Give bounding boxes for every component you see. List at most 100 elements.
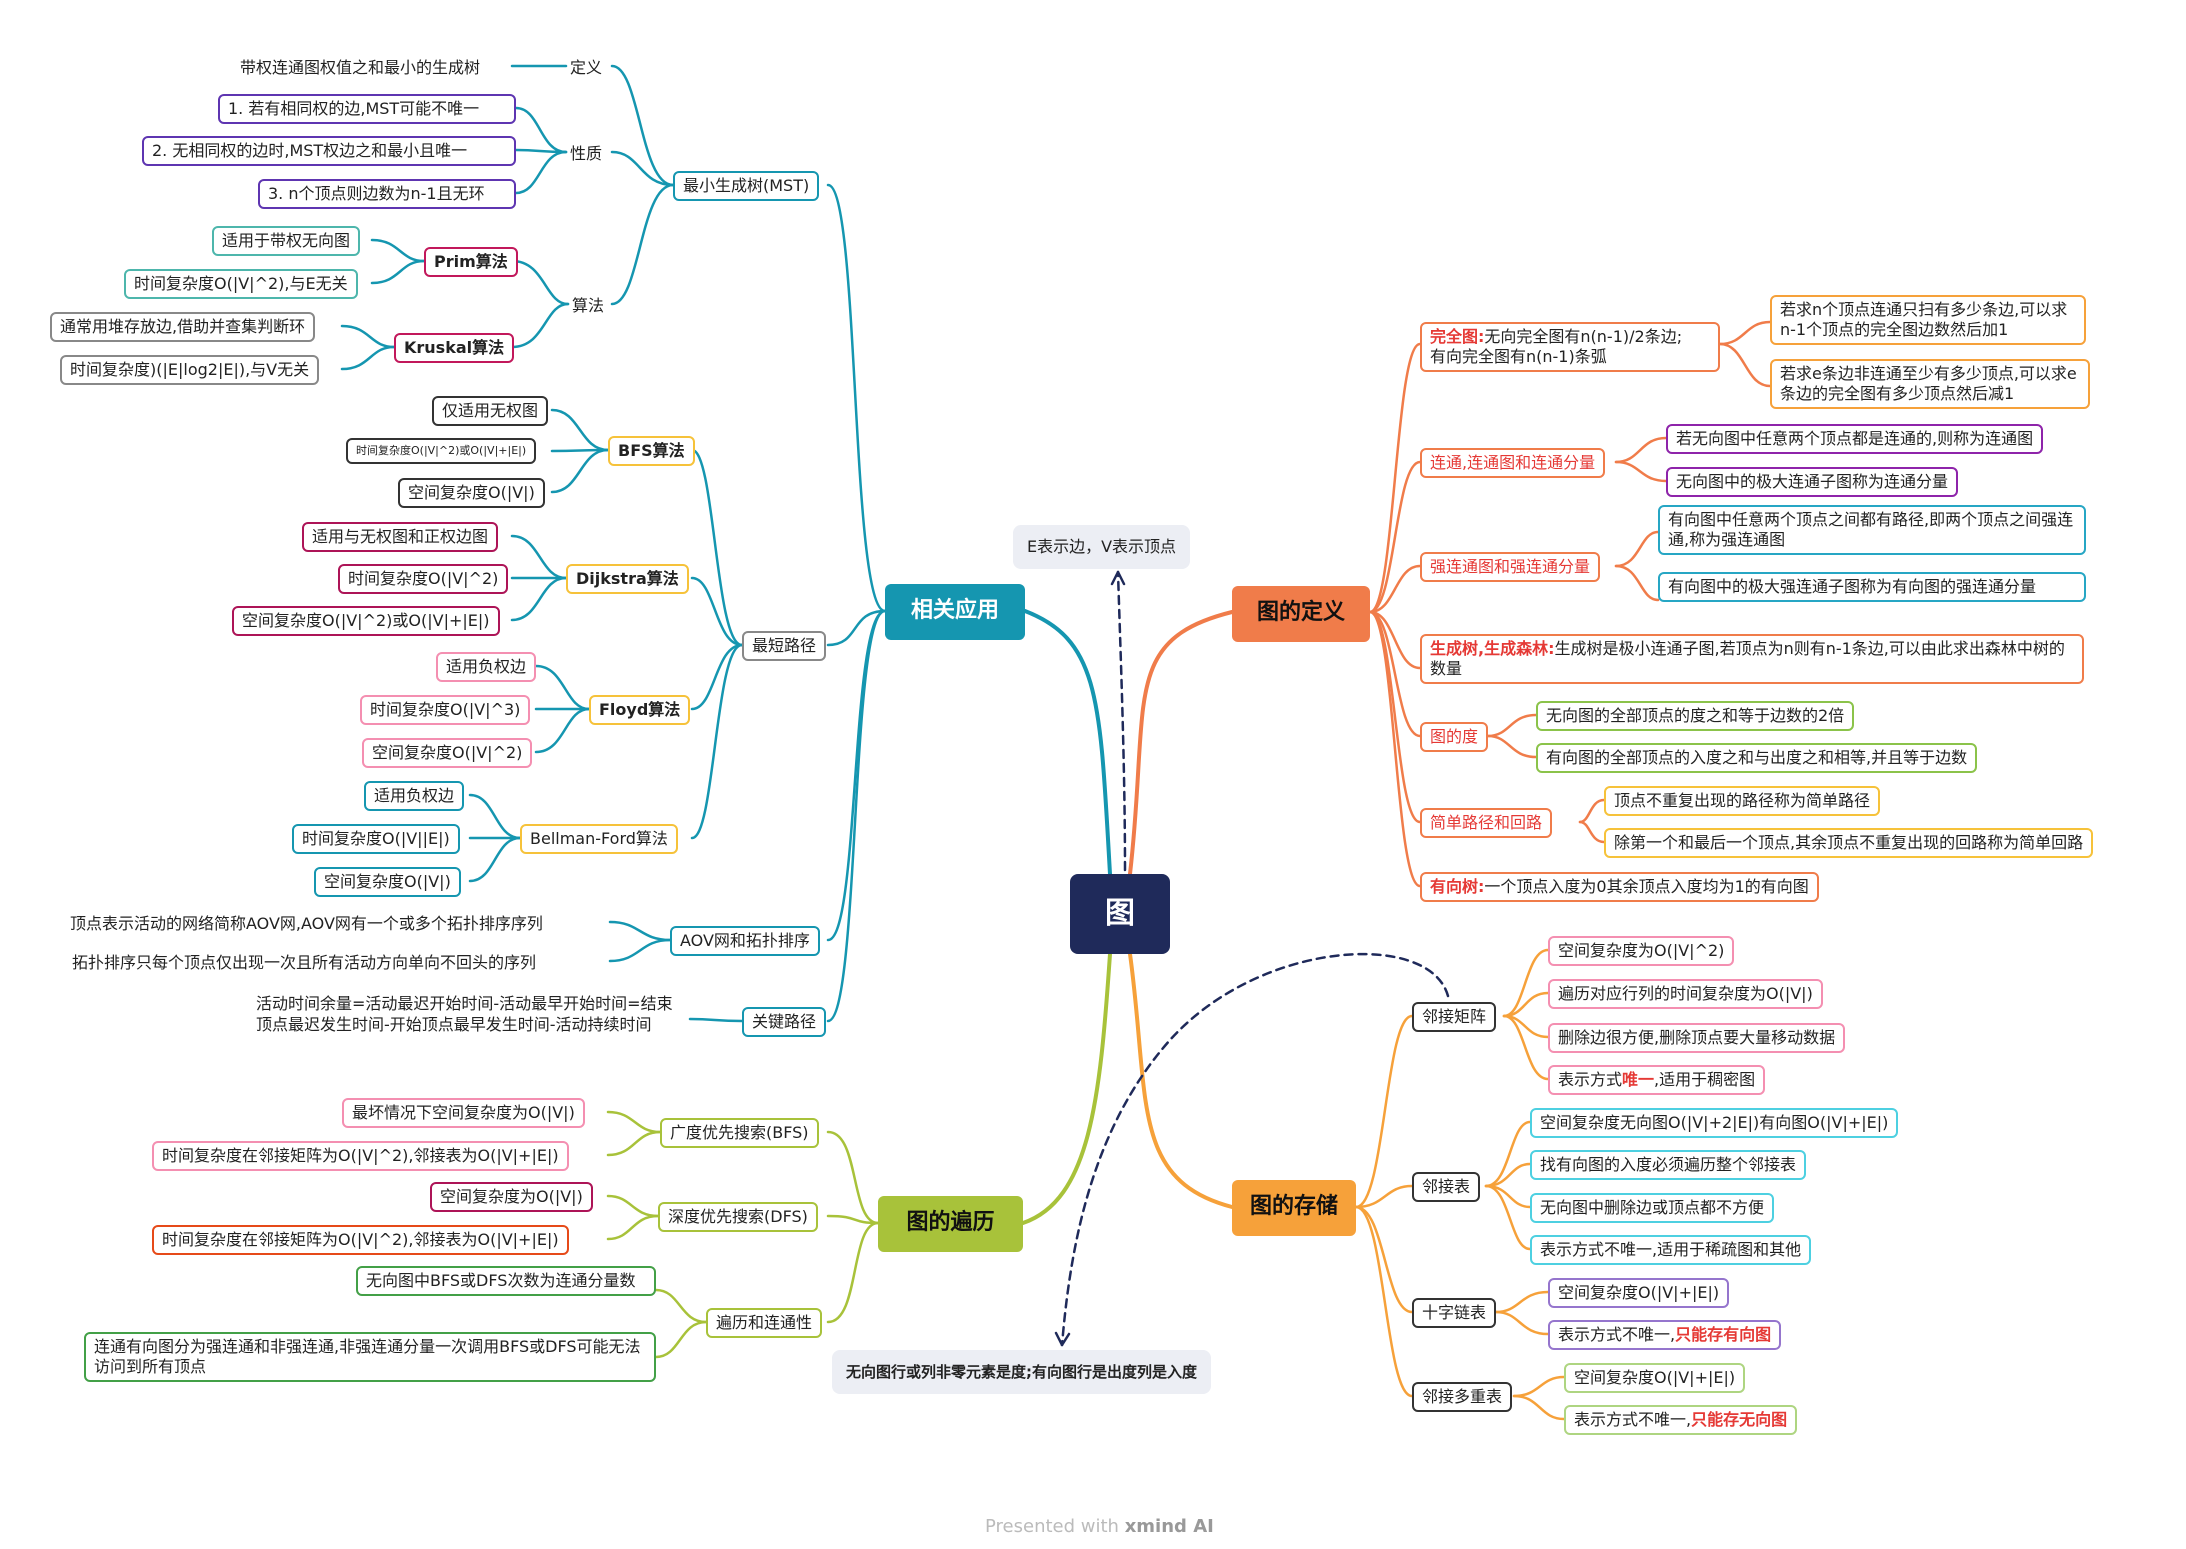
storage-list-item-2[interactable]: 找有向图的入度必须遍历整个邻接表 xyxy=(1530,1150,1807,1180)
topic-graph-traversal[interactable]: 图的遍历 xyxy=(878,1196,1023,1252)
trav-bfs-item-1[interactable]: 最坏情况下空间复杂度为O(|V|) xyxy=(342,1098,585,1128)
def-complete-graph[interactable]: 完全图:无向完全图有n(n-1)/2条边; 有向完全图有n(n-1)条弧 xyxy=(1420,322,1720,372)
trav-bfs[interactable]: 广度优先搜索(BFS) xyxy=(660,1118,819,1148)
app-mst-prop-1[interactable]: 1. 若有相同权的边,MST可能不唯一 xyxy=(218,94,516,124)
storage-orthogonal-list[interactable]: 十字链表 xyxy=(1412,1298,1497,1328)
storage-cross-item-1[interactable]: 空间复杂度O(|V|+|E|) xyxy=(1548,1278,1730,1308)
app-bellman-ford[interactable]: Bellman-Ford算法 xyxy=(520,824,678,854)
app-critical-path-text[interactable]: 活动时间余量=活动最迟开始时间-活动最早开始时间=结束顶点最迟发生时间-开始顶点… xyxy=(256,994,673,1034)
def-complete-text: 无向完全图有n(n-1)/2条边; 有向完全图有n(n-1)条弧 xyxy=(1430,327,1683,366)
trav-conn-item-1[interactable]: 无向图中BFS或DFS次数为连通分量数 xyxy=(356,1266,656,1296)
def-tree-key: 生成树,生成森林: xyxy=(1430,639,1555,658)
watermark-brand: xmind AI xyxy=(1124,1516,1214,1537)
app-aov-item-1[interactable]: 顶点表示活动的网络简称AOV网,AOV网有一个或多个拓扑排序序列 xyxy=(70,914,543,933)
trav-dfs-item-2[interactable]: 时间复杂度在邻接矩阵为O(|V|^2),邻接表为O(|V|+|E|) xyxy=(152,1225,569,1255)
app-aov-item-2[interactable]: 拓扑排序只每个顶点仅出现一次且所有活动方向单向不回头的序列 xyxy=(72,953,537,972)
watermark: Presented with xmind AI xyxy=(985,1516,1214,1537)
app-aov-topological[interactable]: AOV网和拓扑排序 xyxy=(670,926,820,956)
storage-adj-multilist[interactable]: 邻接多重表 xyxy=(1412,1382,1513,1412)
storage-cross-item2-a: 表示方式不唯一, xyxy=(1558,1325,1676,1344)
storage-matrix-last-a: 表示方式 xyxy=(1558,1070,1623,1089)
def-strong-sub1[interactable]: 有向图中任意两个顶点之间都有路径,即两个顶点之间强连通,称为强连通图 xyxy=(1658,505,2086,555)
note-adjacency-matrix-degree: 无向图行或列非零元素是度;有向图行是出度列是入度 xyxy=(832,1350,1212,1394)
def-spanning-tree[interactable]: 生成树,生成森林:生成树是极小连通子图,若顶点为n则有n-1条边,可以由此求出森… xyxy=(1420,634,2084,684)
storage-matrix-last-b: ,适用于稠密图 xyxy=(1654,1070,1756,1089)
def-degree-sub2[interactable]: 有向图的全部顶点的入度之和与出度之和相等,并且等于边数 xyxy=(1536,743,1978,773)
def-strong-sub2[interactable]: 有向图中的极大强连通子图称为有向图的强连通分量 xyxy=(1658,572,2086,602)
storage-multi-item2-a: 表示方式不唯一, xyxy=(1574,1410,1692,1429)
def-connected[interactable]: 连通,连通图和连通分量 xyxy=(1420,448,1606,478)
def-complete-sub2[interactable]: 若求e条边非连通至少有多少顶点,可以求e条边的完全图有多少顶点然后减1 xyxy=(1770,359,2090,409)
app-mst-prop-2[interactable]: 2. 无相同权的边时,MST权边之和最小且唯一 xyxy=(142,136,516,166)
app-dijkstra-item-2[interactable]: 时间复杂度O(|V|^2) xyxy=(338,564,509,594)
def-degree[interactable]: 图的度 xyxy=(1420,722,1489,752)
def-path-sub1[interactable]: 顶点不重复出现的路径称为简单路径 xyxy=(1604,786,1881,816)
def-simple-path[interactable]: 简单路径和回路 xyxy=(1420,808,1553,838)
app-mst-algorithms[interactable]: 算法 xyxy=(572,296,605,315)
def-complete-key: 完全图: xyxy=(1430,327,1485,346)
app-critical-path[interactable]: 关键路径 xyxy=(742,1007,827,1037)
topic-applications[interactable]: 相关应用 xyxy=(885,584,1025,640)
app-bellman-item-1[interactable]: 适用负权边 xyxy=(364,781,465,811)
app-bfs-item-2[interactable]: 时间复杂度O(|V|^2)或O(|V|+|E|) xyxy=(346,438,537,464)
storage-matrix-item-1[interactable]: 空间复杂度为O(|V|^2) xyxy=(1548,936,1735,966)
trav-dfs[interactable]: 深度优先搜索(DFS) xyxy=(658,1202,818,1232)
app-prim[interactable]: Prim算法 xyxy=(424,247,518,277)
storage-adj-list[interactable]: 邻接表 xyxy=(1412,1172,1481,1202)
def-dtree-key: 有向树: xyxy=(1430,877,1485,896)
def-complete-sub1[interactable]: 若求n个顶点连通只扫有多少条边,可以求n-1个顶点的完全图边数然后加1 xyxy=(1770,295,2086,345)
storage-cross-item2-k: 只能存有向图 xyxy=(1675,1325,1772,1344)
storage-multi-item-1[interactable]: 空间复杂度O(|V|+|E|) xyxy=(1564,1363,1746,1393)
app-bfs-algorithm[interactable]: BFS算法 xyxy=(608,436,695,466)
trav-connectivity[interactable]: 遍历和连通性 xyxy=(706,1308,823,1338)
storage-list-item-4[interactable]: 表示方式不唯一,适用于稀疏图和其他 xyxy=(1530,1235,1812,1265)
app-floyd-item-2[interactable]: 时间复杂度O(|V|^3) xyxy=(360,695,531,725)
storage-matrix-item-3[interactable]: 删除边很方便,删除顶点要大量移动数据 xyxy=(1548,1023,1846,1053)
storage-cross-item-2[interactable]: 表示方式不唯一,只能存有向图 xyxy=(1548,1320,1782,1350)
app-kruskal-item-2[interactable]: 时间复杂度)(|E|log2|E|),与V无关 xyxy=(60,355,320,385)
app-floyd-item-3[interactable]: 空间复杂度O(|V|^2) xyxy=(362,738,533,768)
storage-list-item-1[interactable]: 空间复杂度无向图O(|V|+2|E|)有向图O(|V|+|E|) xyxy=(1530,1108,1899,1138)
app-mst-properties[interactable]: 性质 xyxy=(570,144,603,163)
app-floyd[interactable]: Floyd算法 xyxy=(589,695,691,725)
app-dijkstra-item-1[interactable]: 适用与无权图和正权边图 xyxy=(302,522,499,552)
topic-graph-storage[interactable]: 图的存储 xyxy=(1232,1180,1356,1236)
app-kruskal-item-1[interactable]: 通常用堆存放边,借助并查集判断环 xyxy=(50,312,316,342)
trav-dfs-item-1[interactable]: 空间复杂度为O(|V|) xyxy=(430,1182,593,1212)
app-shortest-path[interactable]: 最短路径 xyxy=(742,631,827,661)
storage-multi-item-2[interactable]: 表示方式不唯一,只能存无向图 xyxy=(1564,1405,1798,1435)
app-prim-item-1[interactable]: 适用于带权无向图 xyxy=(212,226,361,256)
def-dtree-text: 一个顶点入度为0其余顶点入度均为1的有向图 xyxy=(1484,877,1809,896)
app-bellman-item-2[interactable]: 时间复杂度O(|V||E|) xyxy=(292,824,460,854)
def-connected-sub2[interactable]: 无向图中的极大连通子图称为连通分量 xyxy=(1666,467,1959,497)
def-strong-connected[interactable]: 强连通图和强连通分量 xyxy=(1420,552,1601,582)
app-mst-definition-text[interactable]: 带权连通图权值之和最小的生成树 xyxy=(240,58,481,77)
app-dijkstra-item-3[interactable]: 空间复杂度O(|V|^2)或O(|V|+|E|) xyxy=(232,606,500,636)
app-mst-prop-3[interactable]: 3. n个顶点则边数为n-1且无环 xyxy=(258,179,516,209)
def-connected-sub1[interactable]: 若无向图中任意两个顶点都是连通的,则称为连通图 xyxy=(1666,424,2044,454)
app-dijkstra[interactable]: Dijkstra算法 xyxy=(566,564,689,594)
trav-conn-item-2[interactable]: 连通有向图分为强连通和非强连通,非强连通分量一次调用BFS或DFS可能无法访问到… xyxy=(84,1332,656,1382)
def-path-sub2[interactable]: 除第一个和最后一个顶点,其余顶点不重复出现的回路称为简单回路 xyxy=(1604,828,2094,858)
topic-graph-definition[interactable]: 图的定义 xyxy=(1232,586,1370,642)
storage-matrix-last-k: 唯一 xyxy=(1622,1070,1655,1089)
storage-adj-matrix[interactable]: 邻接矩阵 xyxy=(1412,1002,1497,1032)
app-floyd-item-1[interactable]: 适用负权边 xyxy=(436,652,537,682)
central-topic[interactable]: 图 xyxy=(1070,874,1170,954)
app-mst-definition[interactable]: 定义 xyxy=(570,58,603,77)
storage-multi-item2-k: 只能存无向图 xyxy=(1691,1410,1788,1429)
app-kruskal[interactable]: Kruskal算法 xyxy=(394,333,515,363)
app-mst[interactable]: 最小生成树(MST) xyxy=(673,171,820,201)
watermark-prefix: Presented with xyxy=(985,1516,1119,1537)
storage-matrix-item-4[interactable]: 表示方式唯一,适用于稠密图 xyxy=(1548,1065,1766,1095)
def-degree-sub1[interactable]: 无向图的全部顶点的度之和等于边数的2倍 xyxy=(1536,701,1855,731)
app-prim-item-2[interactable]: 时间复杂度O(|V|^2),与E无关 xyxy=(124,269,358,299)
app-bellman-item-3[interactable]: 空间复杂度O(|V|) xyxy=(314,867,461,897)
storage-list-item-3[interactable]: 无向图中删除边或顶点都不方便 xyxy=(1530,1193,1775,1223)
storage-matrix-item-2[interactable]: 遍历对应行列的时间复杂度为O(|V|) xyxy=(1548,979,1823,1009)
trav-bfs-item-2[interactable]: 时间复杂度在邻接矩阵为O(|V|^2),邻接表为O(|V|+|E|) xyxy=(152,1141,569,1171)
def-tree-text: 生成树是极小连通子图,若顶点为n则有n-1条边,可以由此求出森林中树的数量 xyxy=(1430,639,2065,678)
def-directed-tree[interactable]: 有向树:一个顶点入度为0其余顶点入度均为1的有向图 xyxy=(1420,872,1819,902)
app-bfs-item-3[interactable]: 空间复杂度O(|V|) xyxy=(398,478,545,508)
app-bfs-item-1[interactable]: 仅适用无权图 xyxy=(432,396,549,426)
